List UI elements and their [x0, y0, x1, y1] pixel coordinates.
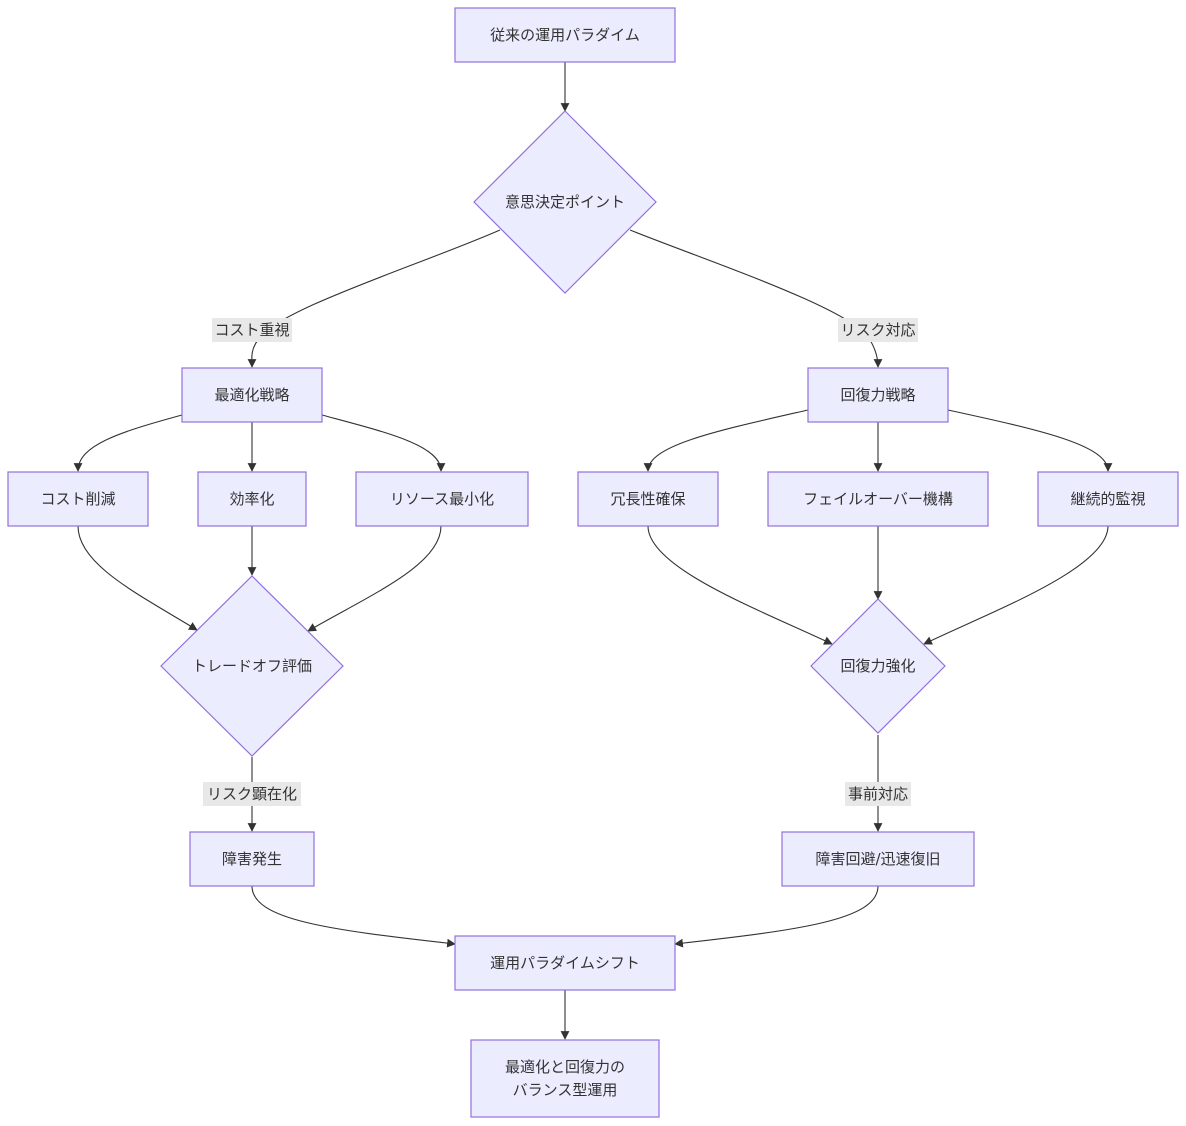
svg-text:効率化: 効率化 — [229, 490, 274, 508]
svg-text:最適化戦略: 最適化戦略 — [214, 386, 289, 404]
edge-label-cost-focus: コスト重視 — [212, 318, 292, 342]
svg-text:運用パラダイムシフト: 運用パラダイムシフト — [490, 954, 640, 972]
edge-label-risk-surface: リスク顕在化 — [203, 782, 301, 806]
edge-label-risk-response: リスク対応 — [838, 318, 918, 342]
edge-resource-min-to-tradeoff — [307, 525, 442, 632]
node-final-line1: 最適化と回復力の — [505, 1058, 625, 1076]
svg-text:トレードオフ評価: トレードオフ評価 — [192, 657, 312, 675]
svg-text:フェイルオーバー機構: フェイルオーバー機構 — [803, 490, 953, 508]
node-shift: 運用パラダイムシフト — [454, 935, 676, 991]
node-redundancy: 冗長性確保 — [577, 471, 719, 527]
edge-optimize-to-cost-cut — [73, 414, 183, 472]
svg-text:事前対応: 事前対応 — [848, 785, 908, 803]
edge-resilience-to-redundancy — [643, 409, 809, 472]
node-decision: 意思決定ポイント — [473, 110, 657, 294]
svg-text:意思決定ポイント: 意思決定ポイント — [505, 193, 625, 211]
node-resilience-boost: 回復力強化 — [810, 598, 946, 734]
node-efficiency: 効率化 — [197, 471, 307, 527]
svg-text:従来の運用パラダイム: 従来の運用パラダイム — [490, 26, 640, 44]
edge-optimize-to-resource-min — [321, 414, 446, 472]
svg-text:リスク対応: リスク対応 — [840, 321, 915, 339]
edges — [73, 62, 1113, 1040]
node-monitoring: 継続的監視 — [1037, 471, 1179, 527]
node-final: 最適化と回復力の バランス型運用 — [470, 1039, 660, 1118]
svg-text:リソース最小化: リソース最小化 — [390, 490, 494, 508]
edge-failure-to-shift — [251, 885, 456, 948]
node-avoid-recover: 障害回避/迅速復旧 — [781, 831, 975, 887]
node-failover: フェイルオーバー機構 — [767, 471, 989, 527]
svg-text:継続的監視: 継続的監視 — [1070, 490, 1145, 508]
edge-redundancy-to-boost — [647, 525, 833, 645]
node-optimize: 最適化戦略 — [181, 367, 323, 423]
svg-text:リスク顕在化: リスク顕在化 — [207, 785, 297, 803]
svg-text:冗長性確保: 冗長性確保 — [610, 490, 685, 508]
node-final-line2: バランス型運用 — [513, 1081, 618, 1099]
node-start: 従来の運用パラダイム — [454, 7, 676, 63]
node-tradeoff: トレードオフ評価 — [160, 575, 344, 757]
node-resource-min: リソース最小化 — [355, 471, 529, 527]
node-cost-cut: コスト削減 — [7, 471, 149, 527]
edge-decision-to-resilience — [629, 229, 883, 368]
svg-text:回復力戦略: 回復力戦略 — [840, 386, 915, 404]
edge-decision-to-optimize — [247, 229, 501, 368]
edge-monitoring-to-boost — [923, 525, 1109, 645]
svg-text:コスト重視: コスト重視 — [214, 321, 289, 339]
svg-text:回復力強化: 回復力強化 — [840, 657, 915, 675]
edge-resilience-to-monitoring — [947, 409, 1113, 472]
edge-label-proactive: 事前対応 — [845, 782, 911, 806]
node-resilience: 回復力戦略 — [807, 367, 949, 423]
svg-text:障害回避/迅速復旧: 障害回避/迅速復旧 — [815, 850, 940, 868]
edge-cost-cut-to-tradeoff — [77, 525, 198, 631]
node-failure: 障害発生 — [189, 831, 315, 887]
svg-text:障害発生: 障害発生 — [222, 850, 282, 868]
svg-text:コスト削減: コスト削減 — [40, 490, 115, 508]
edge-avoid-to-shift — [674, 885, 879, 948]
